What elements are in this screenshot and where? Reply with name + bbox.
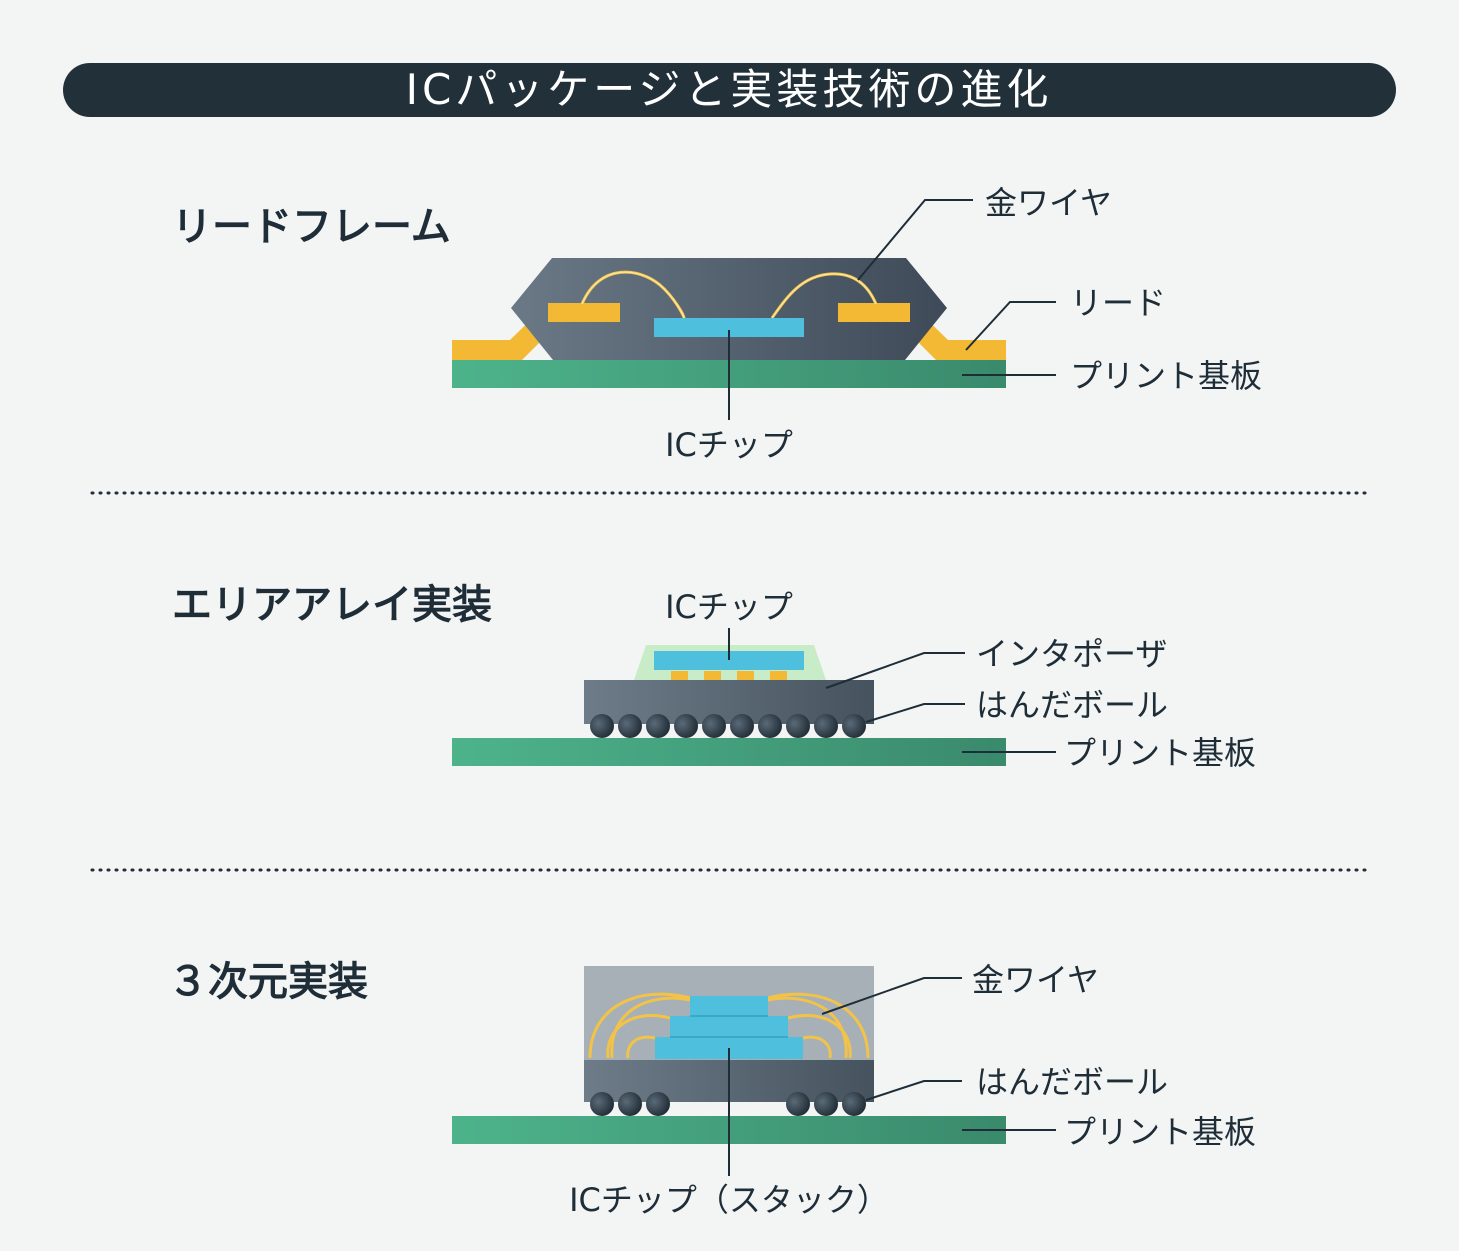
label-solder-ball: はんだボール [976, 686, 1168, 724]
solder-ball [842, 1092, 866, 1116]
bump [704, 671, 721, 680]
gold-wire [767, 992, 870, 1059]
gold-wire-right-core [771, 273, 877, 319]
leader-solder-ball [865, 1080, 962, 1101]
leader-solder-ball [865, 703, 965, 723]
leader-interposer [825, 652, 965, 689]
mold-package [511, 258, 947, 360]
solder-ball [590, 714, 614, 738]
section-title-area-array: エリアアレイ実装 [172, 582, 492, 628]
label-lead: リード [1070, 284, 1166, 322]
gold-wire [767, 996, 848, 1059]
gold-wire [787, 1014, 852, 1059]
solder-ball [646, 714, 670, 738]
leader-gold-wire [857, 199, 973, 281]
solder-ball [758, 714, 782, 738]
gold-wire [802, 1035, 832, 1059]
solder-ball [814, 1092, 838, 1116]
ic-chip-stack-middle [670, 1016, 788, 1037]
solder-ball-row [590, 714, 866, 738]
solder-ball [674, 714, 698, 738]
solder-ball [786, 714, 810, 738]
label-gold-wire: 金ワイヤ [985, 184, 1112, 222]
bump [770, 671, 787, 680]
section-lead-frame: リードフレーム 金ワイヤ リード プリント基板 ICチップ [172, 184, 1262, 464]
gold-wire-left-core [581, 271, 685, 319]
label-gold-wire: 金ワイヤ [972, 961, 1099, 999]
label-pcb: プリント基板 [1064, 734, 1256, 772]
gold-wire [626, 1035, 656, 1059]
label-ic-chip: ICチップ [665, 588, 793, 626]
pcb-board [452, 738, 1006, 766]
label-pcb: プリント基板 [1064, 1113, 1256, 1151]
label-pcb: プリント基板 [1070, 357, 1262, 395]
solder-ball [730, 714, 754, 738]
label-interposer: インタポーザ [976, 635, 1167, 673]
gold-wires-left [588, 992, 691, 1059]
solder-ball [786, 1092, 810, 1116]
gold-wire [610, 996, 691, 1059]
bump [671, 671, 688, 680]
lead-left-inner [548, 303, 620, 322]
ic-chip-stack-top [690, 996, 768, 1016]
title-banner: ICパッケージと実装技術の進化 [63, 63, 1396, 117]
ic-chip [654, 651, 804, 670]
label-ic-chip-stack: ICチップ（スタック） [569, 1181, 889, 1219]
leader-gold-wire [821, 977, 962, 1015]
solder-ball [618, 1092, 642, 1116]
gold-wires-right [767, 992, 870, 1059]
title-banner-background [63, 63, 1396, 117]
bump [737, 671, 754, 680]
solder-ball [842, 714, 866, 738]
label-solder-ball: はんだボール [976, 1063, 1168, 1101]
section-title-3d: ３次元実装 [168, 959, 368, 1005]
section-area-array: エリアアレイ実装 I [172, 582, 1256, 772]
solder-ball [618, 714, 642, 738]
lead-right-inner [838, 303, 910, 322]
leader-lead [965, 301, 1056, 351]
solder-ball [702, 714, 726, 738]
ic-chip [654, 318, 804, 337]
solder-ball [814, 714, 838, 738]
page-title: ICパッケージと実装技術の進化 [406, 65, 1053, 114]
solder-ball [590, 1092, 614, 1116]
solder-ball-row [590, 1092, 866, 1116]
gold-wire [588, 992, 691, 1059]
label-ic-chip: ICチップ [665, 426, 793, 464]
solder-ball [646, 1092, 670, 1116]
section-title-lead-frame: リードフレーム [172, 204, 451, 250]
section-3d: ３次元実装 [168, 959, 1256, 1219]
gold-wire [606, 1014, 671, 1059]
